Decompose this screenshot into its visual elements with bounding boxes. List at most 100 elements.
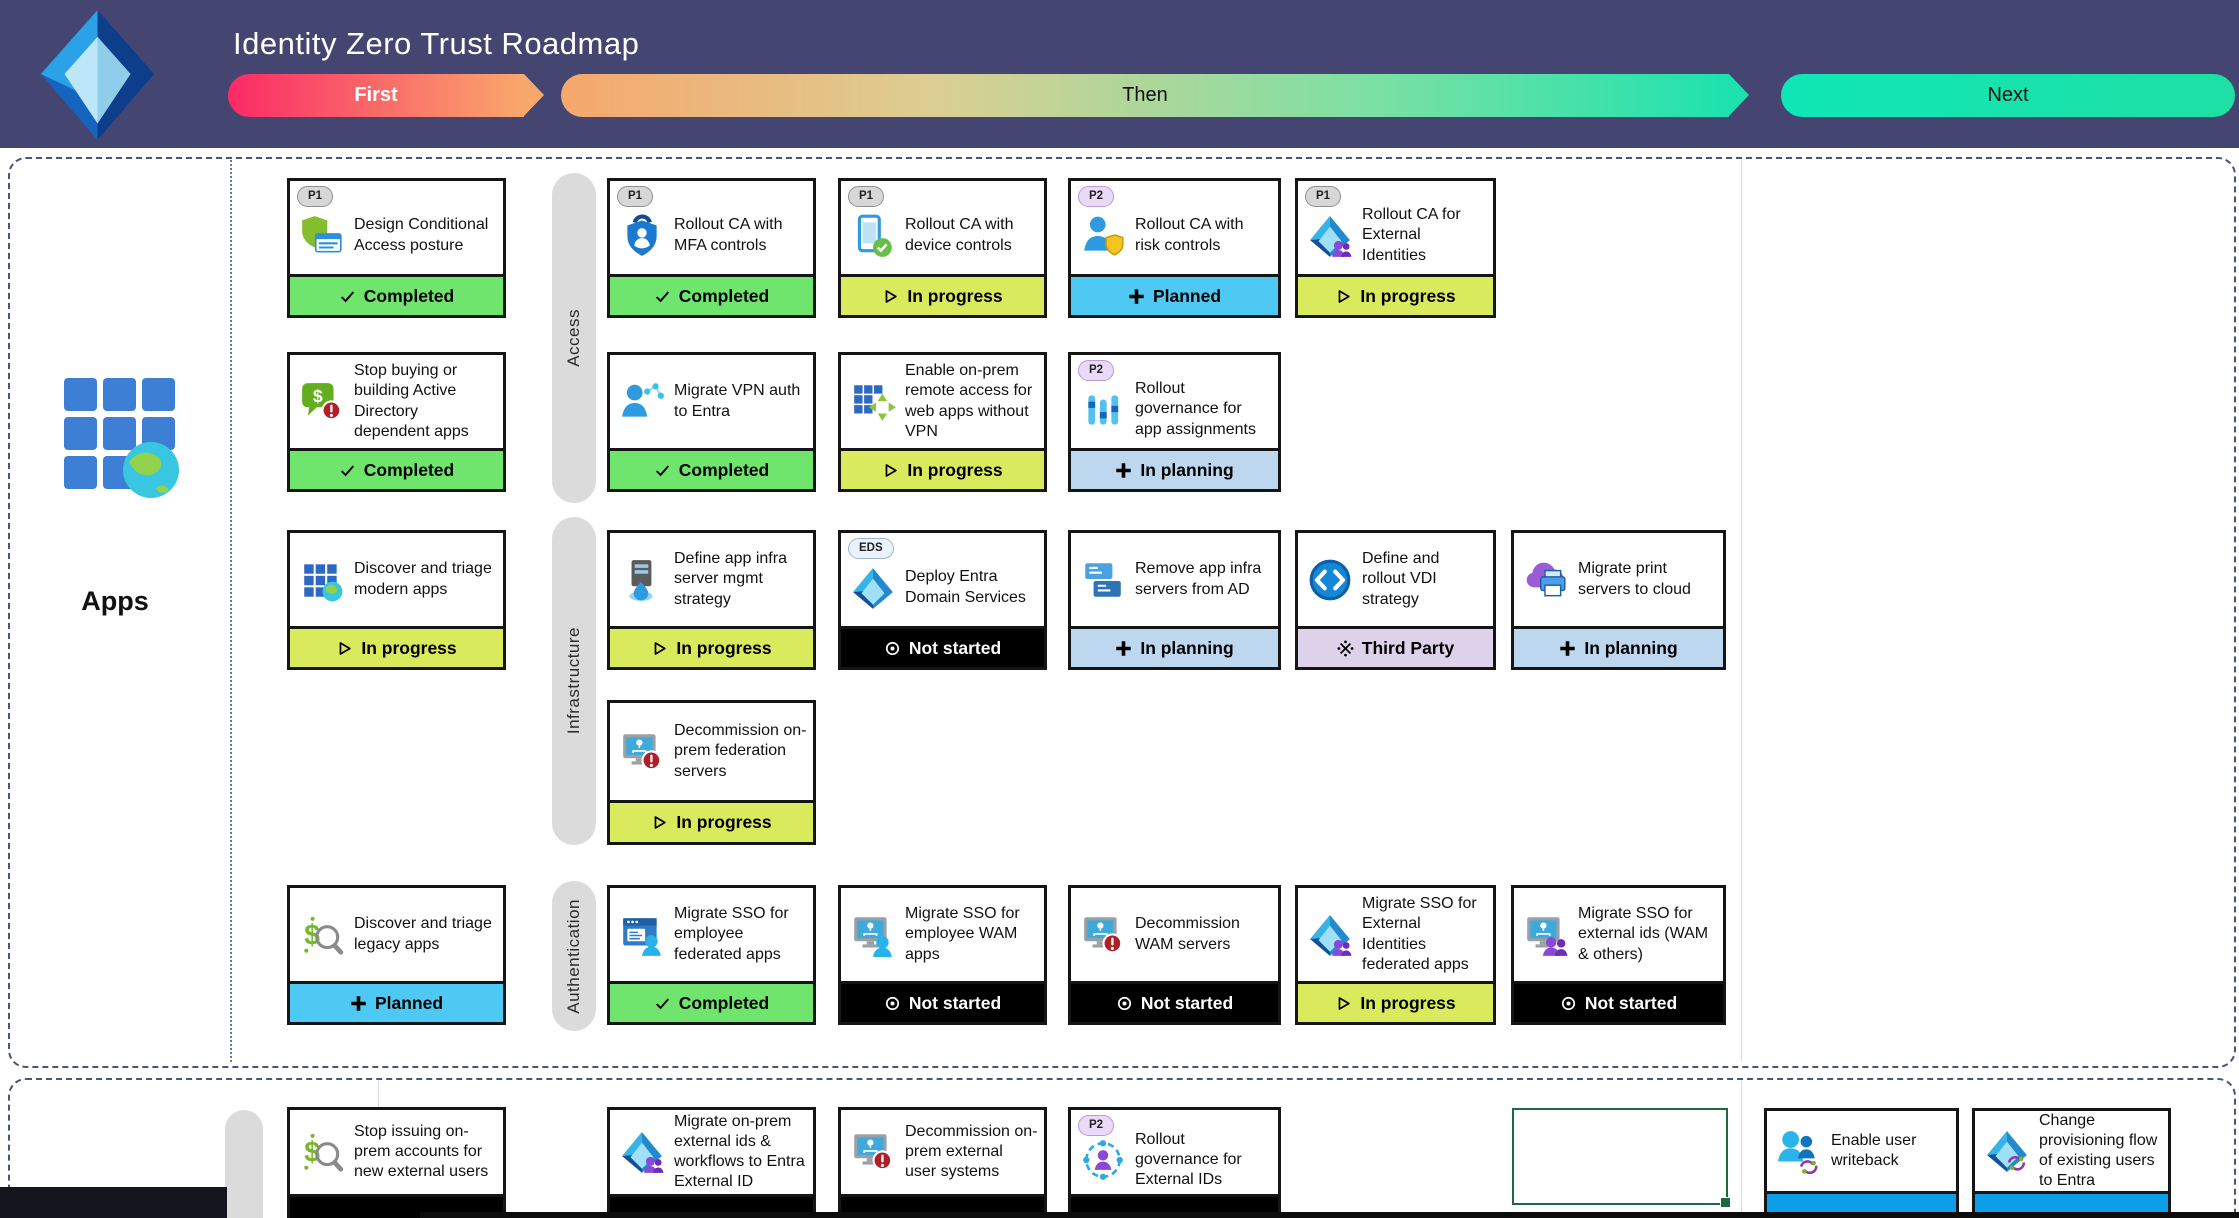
- status-not_started-icon: [1116, 995, 1133, 1012]
- selection-fill-handle[interactable]: [1720, 1197, 1731, 1208]
- entra-people-icon: [1307, 912, 1353, 958]
- task-card[interactable]: Migrate on-prem external ids & workflows…: [607, 1107, 816, 1218]
- status-in_progress-icon: [882, 462, 899, 479]
- column-separator-faint: [1741, 1081, 1742, 1218]
- status-completed-icon: [654, 462, 671, 479]
- task-title: Enable on-prem remote access for web app…: [905, 362, 1033, 440]
- phase-arrow-next: Next: [1781, 74, 2235, 117]
- phase-label: Next: [1987, 84, 2029, 106]
- status-bar: In planning: [1071, 626, 1278, 667]
- status-in_progress-icon: [1335, 288, 1352, 305]
- task-title: Change provisioning flow of existing use…: [2039, 1111, 2158, 1190]
- entra-sync-icon: [1984, 1128, 2030, 1174]
- window-person-icon: [619, 912, 665, 958]
- status-in_progress-icon: [1335, 995, 1352, 1012]
- entra-people-icon: [1307, 213, 1353, 259]
- priority-badge: P2: [1078, 186, 1115, 207]
- grid-arrows-icon: [850, 379, 896, 425]
- status-completed-icon: [654, 288, 671, 305]
- task-card[interactable]: Migrate SSO for External Identities fede…: [1295, 885, 1496, 1025]
- status-not_started-icon: [884, 995, 901, 1012]
- monitor-person-alert-icon: [619, 729, 665, 775]
- status-label: In progress: [361, 637, 457, 658]
- status-completed-icon: [654, 995, 671, 1012]
- task-card[interactable]: Migrate SSO for external ids (WAM & othe…: [1511, 885, 1726, 1025]
- status-bar: In progress: [290, 626, 503, 667]
- task-title: Decommission on-prem external user syste…: [905, 1122, 1038, 1181]
- task-card[interactable]: Decommission on-prem external user syste…: [838, 1107, 1047, 1218]
- status-not_started-icon: [884, 640, 901, 657]
- status-label: In progress: [907, 459, 1003, 480]
- status-label: Not started: [908, 637, 1002, 658]
- task-title: Migrate SSO for employee federated apps: [674, 905, 789, 963]
- task-card[interactable]: Enable on-prem remote access for web app…: [838, 352, 1047, 492]
- lane-pill-bottom: [225, 1110, 263, 1218]
- status-in_progress-icon: [336, 640, 353, 657]
- task-card[interactable]: $Stop issuing on-prem accounts for new e…: [287, 1107, 506, 1218]
- svg-text:$: $: [304, 918, 320, 950]
- task-title: Migrate SSO for External Identities fede…: [1362, 895, 1477, 973]
- task-card-body: Enable user writeback: [1767, 1111, 1956, 1191]
- status-bar: Not started: [841, 626, 1044, 667]
- taskbar-edge: [420, 1212, 2239, 1218]
- task-card[interactable]: Enable user writeback: [1764, 1108, 1959, 1218]
- task-card-body: Define and rollout VDI strategy: [1298, 533, 1493, 626]
- task-card-body: $Stop buying or building Active Director…: [290, 355, 503, 448]
- selection-box[interactable]: [1512, 1108, 1731, 1208]
- phase-label: First: [354, 84, 398, 106]
- status-bar: Planned: [290, 981, 503, 1022]
- task-card[interactable]: $Stop buying or building Active Director…: [287, 352, 506, 492]
- status-label: In planning: [1140, 637, 1234, 658]
- status-bar: Planned: [1071, 274, 1278, 315]
- shield-checklist-icon: [299, 213, 345, 259]
- status-in_progress-icon: [651, 814, 668, 831]
- people-sync-icon: [1776, 1128, 1822, 1175]
- status-in_progress-icon: [882, 288, 899, 305]
- status-label: Planned: [1152, 285, 1222, 306]
- monitor-purple-people-icon: [1523, 912, 1569, 958]
- priority-badge: P1: [297, 186, 334, 207]
- status-label: Completed: [363, 285, 455, 306]
- status-bar: Third Party: [1298, 626, 1493, 667]
- status-label: Completed: [678, 992, 770, 1013]
- task-title: Stop buying or building Active Directory…: [354, 362, 469, 440]
- priority-badge: P1: [1305, 186, 1342, 207]
- task-card[interactable]: Change provisioning flow of existing use…: [1972, 1108, 2171, 1218]
- person-shield-icon: [1080, 213, 1126, 259]
- dollar-magnifier-icon: $: [299, 912, 345, 958]
- task-card-body: Migrate on-prem external ids & workflows…: [610, 1110, 813, 1194]
- monitor-person-alert-icon: [850, 1129, 896, 1175]
- task-title: Discover and triage modern apps: [354, 560, 492, 598]
- task-card[interactable]: Discover and triage modern apps In progre…: [287, 530, 506, 670]
- status-bar: In progress: [1298, 274, 1493, 315]
- task-title: Migrate on-prem external ids & workflows…: [674, 1112, 805, 1191]
- status-label: Third Party: [1361, 637, 1455, 658]
- server-droplet-icon: [619, 557, 665, 603]
- status-label: Not started: [1584, 992, 1678, 1013]
- person-network-icon: [619, 379, 665, 425]
- status-bar: In progress: [610, 800, 813, 842]
